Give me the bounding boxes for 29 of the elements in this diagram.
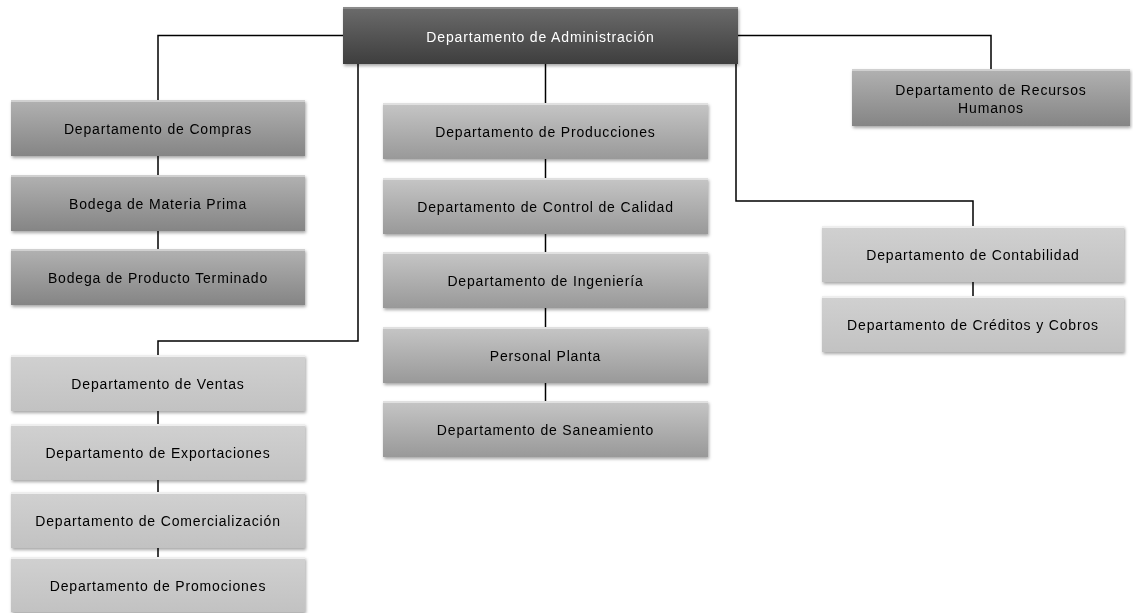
connector-line bbox=[972, 281, 974, 297]
org-box: Departamento de Créditos y Cobros bbox=[822, 296, 1124, 352]
org-box: Bodega de Materia Prima bbox=[11, 175, 305, 231]
org-box: Departamento de Producciones bbox=[383, 103, 708, 159]
org-box: Departamento de Promociones bbox=[11, 557, 305, 612]
org-box: Personal Planta bbox=[383, 327, 708, 383]
connector-line bbox=[737, 34, 992, 70]
org-box: Departamento de Comercialización bbox=[11, 492, 305, 548]
connector-line bbox=[735, 63, 974, 227]
connector-line bbox=[157, 63, 359, 356]
org-box: Bodega de Producto Terminado bbox=[11, 249, 305, 305]
org-box: Departamento de Administración bbox=[343, 7, 738, 64]
connector-line bbox=[157, 479, 159, 493]
org-box: Departamento de Contabilidad bbox=[822, 226, 1124, 282]
connector-line bbox=[157, 547, 159, 558]
org-box: Departamento de Exportaciones bbox=[11, 424, 305, 480]
connector-line bbox=[544, 63, 547, 104]
org-box: Departamento de Compras bbox=[11, 100, 305, 156]
org-box: Departamento de Saneamiento bbox=[383, 401, 708, 457]
connector-line bbox=[157, 155, 159, 176]
connector-line bbox=[544, 158, 547, 179]
connector-line bbox=[157, 410, 159, 425]
connector-line bbox=[157, 230, 159, 250]
org-box: Departamento de Recursos Humanos bbox=[852, 69, 1130, 126]
org-box: Departamento de Control de Calidad bbox=[383, 178, 708, 234]
connector-line bbox=[544, 307, 547, 328]
connector-line bbox=[157, 34, 344, 101]
org-box: Departamento de Ingeniería bbox=[383, 252, 708, 308]
org-box: Departamento de Ventas bbox=[11, 355, 305, 411]
